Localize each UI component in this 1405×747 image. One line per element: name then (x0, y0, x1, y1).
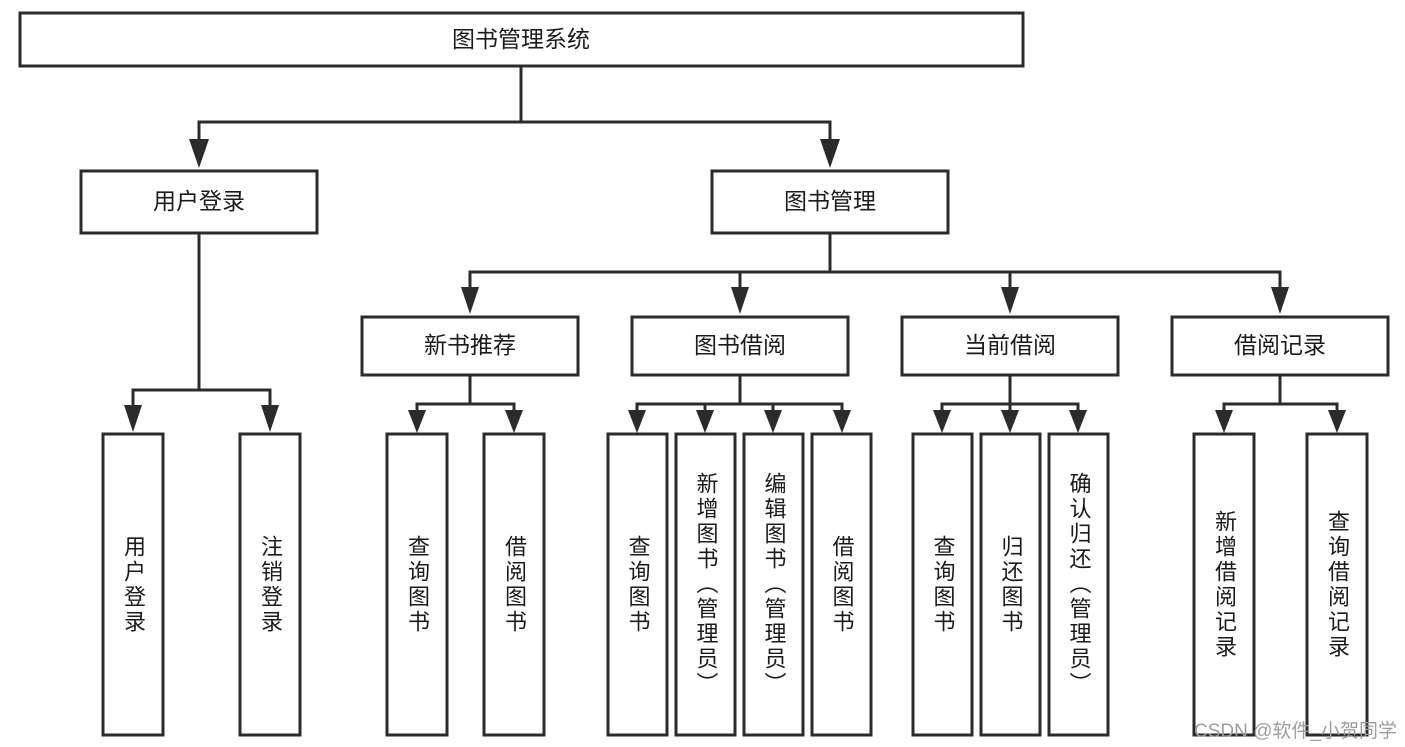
arrowhead-cb-leaf-3-icon (1069, 410, 1087, 433)
arrowhead-to-book-borrow-icon (731, 287, 749, 314)
leaf-box-current-borrow-1[interactable] (911, 432, 974, 737)
node-borrow-record-box[interactable] (1170, 315, 1390, 377)
leaf-box-current-borrow-3[interactable] (1047, 432, 1110, 737)
arrowhead-cb-leaf-1-icon (933, 410, 951, 433)
arrowhead-to-current-borrow-icon (1001, 287, 1019, 314)
arrowhead-nbr-leaf-2-icon (505, 410, 523, 433)
arrowhead-to-new-book-recommend-icon (461, 287, 479, 314)
arrowhead-to-borrow-record-icon (1271, 287, 1289, 314)
node-root-box[interactable] (18, 11, 1025, 68)
leaf-box-book-borrow-4[interactable] (810, 432, 873, 737)
node-new-book-recommend-box[interactable] (360, 315, 580, 377)
arrowhead-root-to-book-manage-icon (820, 139, 840, 168)
leaf-box-book-borrow-1[interactable] (606, 432, 669, 737)
leaf-box-borrow-record-2[interactable] (1305, 432, 1369, 737)
node-book-borrow-label: 图书借阅 (694, 332, 786, 358)
arrowhead-br-leaf-2-icon (1328, 410, 1346, 433)
arrowhead-bb-leaf-3-icon (764, 410, 782, 433)
leaf-box-user-login-1[interactable] (101, 432, 165, 737)
node-new-book-recommend[interactable]: 新书推荐 (360, 315, 580, 377)
node-root[interactable]: 图书管理系统 (18, 11, 1025, 68)
node-borrow-record[interactable]: 借阅记录 (1170, 315, 1390, 377)
leaf-box-new-book-recommend-1[interactable] (385, 432, 449, 737)
node-new-book-recommend-label: 新书推荐 (424, 332, 516, 358)
arrowhead-root-to-user-login-icon (189, 139, 209, 168)
node-borrow-record-label: 借阅记录 (1234, 332, 1326, 358)
node-book-borrow[interactable]: 图书借阅 (630, 315, 850, 377)
arrowhead-user-login-leaf-2-icon (261, 405, 279, 432)
arrowhead-bb-leaf-4-icon (833, 410, 851, 433)
node-book-manage-box[interactable] (710, 169, 950, 235)
node-book-borrow-box[interactable] (630, 315, 850, 377)
arrowhead-bb-leaf-1-icon (628, 410, 646, 433)
arrowhead-br-leaf-1-icon (1215, 410, 1233, 433)
arrowhead-cb-leaf-2-icon (1001, 410, 1019, 433)
watermark-text: CSDN @软件_小贺同学 (1194, 721, 1397, 742)
leaf-box-current-borrow-2[interactable] (979, 432, 1042, 737)
leaf-box-new-book-recommend-2[interactable] (482, 432, 546, 737)
arrowhead-nbr-leaf-1-icon (408, 410, 426, 433)
node-user-login[interactable]: 用户登录 (79, 169, 319, 235)
leaf-box-book-borrow-2[interactable] (674, 432, 737, 737)
node-current-borrow-label: 当前借阅 (964, 332, 1056, 358)
node-book-manage[interactable]: 图书管理 (710, 169, 950, 235)
leaf-box-user-login-2[interactable] (238, 432, 302, 737)
arrowhead-bb-leaf-2-icon (696, 410, 714, 433)
node-current-borrow[interactable]: 当前借阅 (900, 315, 1120, 377)
leaf-box-borrow-record-1[interactable] (1192, 432, 1256, 737)
node-current-borrow-box[interactable] (900, 315, 1120, 377)
node-book-manage-label: 图书管理 (784, 188, 876, 214)
node-user-login-label: 用户登录 (153, 188, 245, 214)
leaf-box-book-borrow-3[interactable] (742, 432, 805, 737)
arrowhead-user-login-leaf-1-icon (124, 405, 142, 432)
node-root-label: 图书管理系统 (452, 26, 590, 52)
